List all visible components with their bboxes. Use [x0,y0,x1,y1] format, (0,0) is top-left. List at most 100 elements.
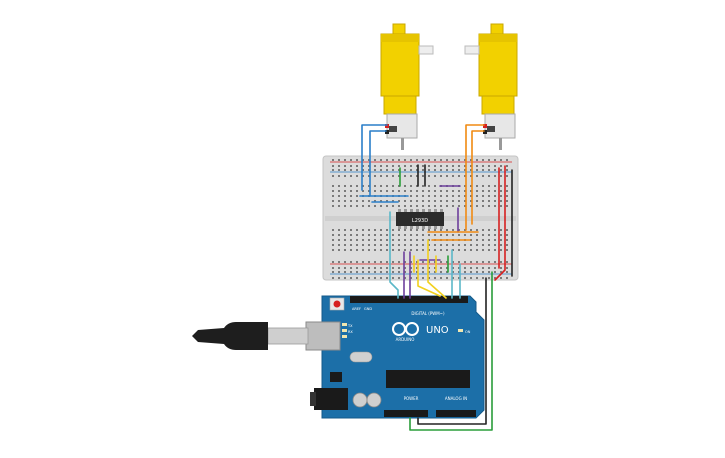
breadboard-hole [440,271,442,273]
breadboard-hole [350,244,352,246]
breadboard-hole [428,205,430,207]
breadboard-hole [380,200,382,202]
breadboard-hole [392,205,394,207]
breadboard-hole [500,195,502,197]
breadboard-hole [386,190,388,192]
breadboard-hole [476,165,478,167]
breadboard-hole [464,169,466,171]
breadboard-hole [410,159,412,161]
breadboard-hole [500,239,502,241]
breadboard-hole [452,200,454,202]
breadboard-hole [386,165,388,167]
breadboard-hole [374,261,376,263]
usb-port [305,321,341,351]
breadboard-hole [452,159,454,161]
breadboard-hole [440,267,442,269]
breadboard-hole [440,195,442,197]
usb-cable-icon [192,322,309,350]
breadboard-hole [344,185,346,187]
voltage-regulator [330,372,342,382]
breadboard-hole [410,200,412,202]
breadboard-hole [422,185,424,187]
breadboard-hole [464,175,466,177]
breadboard-hole [338,234,340,236]
breadboard-hole [440,175,442,177]
breadboard-hole [362,169,364,171]
breadboard-hole [434,169,436,171]
breadboard-hole [392,267,394,269]
breadboard-hole [494,271,496,273]
breadboard-hole [350,261,352,263]
breadboard-hole [416,175,418,177]
breadboard-hole [488,229,490,231]
breadboard-hole [470,239,472,241]
breadboard-hole [422,200,424,202]
breadboard-hole [380,205,382,207]
breadboard-hole [374,229,376,231]
breadboard-hole [338,195,340,197]
breadboard-hole [338,239,340,241]
driver-chip[interactable]: L293D [396,209,444,229]
breadboard-hole [434,205,436,207]
breadboard-hole [494,169,496,171]
breadboard-hole [398,229,400,231]
breadboard-hole [338,249,340,251]
breadboard-hole [362,244,364,246]
breadboard-hole [494,205,496,207]
breadboard-hole [476,261,478,263]
breadboard-hole [452,229,454,231]
breadboard-hole [368,277,370,279]
breadboard-hole [458,169,460,171]
breadboard-hole [344,195,346,197]
breadboard-hole [380,229,382,231]
microcontroller-chip [386,370,470,388]
breadboard-hole [452,190,454,192]
analog-in-label: ANALOG IN [445,396,467,401]
breadboard-holes [332,159,508,279]
breadboard-hole [434,159,436,161]
breadboard-hole [374,175,376,177]
breadboard-hole [506,195,508,197]
breadboard-hole [494,195,496,197]
breadboard-hole [458,205,460,207]
breadboard-hole [332,185,334,187]
breadboard-hole [494,159,496,161]
breadboard-hole [362,239,364,241]
breadboard-hole [488,205,490,207]
reset-button-icon[interactable] [329,297,345,311]
breadboard-hole [368,205,370,207]
left-motor[interactable] [380,23,434,150]
breadboard-hole [374,169,376,171]
breadboard-hole [476,229,478,231]
breadboard-hole [362,185,364,187]
breadboard-hole [476,249,478,251]
breadboard-hole [410,165,412,167]
breadboard-hole [482,277,484,279]
breadboard-hole [494,190,496,192]
breadboard-hole [398,239,400,241]
breadboard-hole [428,249,430,251]
breadboard-hole [446,165,448,167]
breadboard-hole [482,267,484,269]
breadboard-hole [368,239,370,241]
breadboard-hole [398,175,400,177]
breadboard-hole [458,165,460,167]
breadboard-hole [332,159,334,161]
breadboard-hole [470,200,472,202]
breadboard-hole [458,277,460,279]
breadboard-hole [356,190,358,192]
breadboard-hole [332,267,334,269]
breadboard-hole [428,175,430,177]
right-motor[interactable] [464,23,518,150]
breadboard-hole [416,165,418,167]
breadboard-hole [494,234,496,236]
breadboard-hole [488,277,490,279]
arduino-uno-board[interactable]: ARDUINO UNO DIGITAL (PWM~) AREF GND TX R… [305,295,485,419]
breadboard-hole [488,195,490,197]
breadboard-hole [470,271,472,273]
breadboard-hole [386,205,388,207]
breadboard-hole [476,271,478,273]
breadboard-hole [338,205,340,207]
breadboard-hole [470,205,472,207]
